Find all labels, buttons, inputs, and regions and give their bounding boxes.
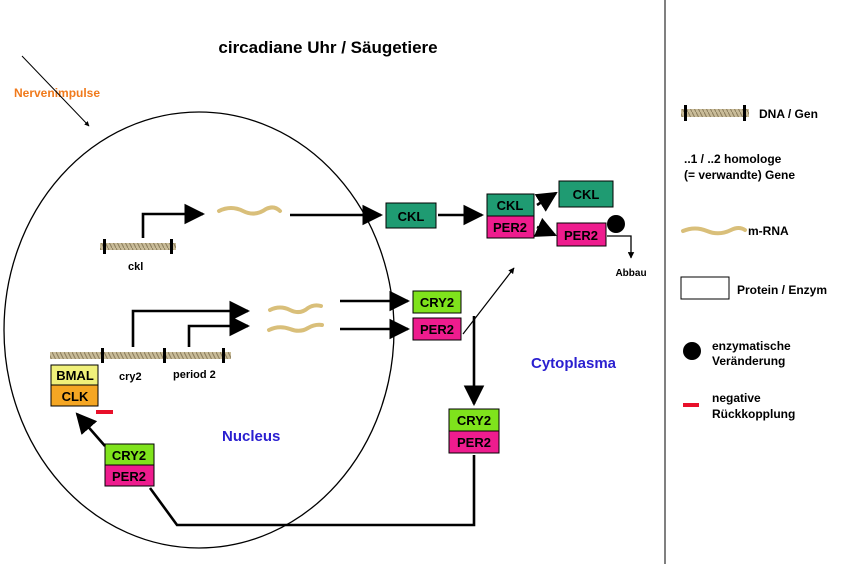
bmal-label: BMAL xyxy=(56,368,94,383)
per2-to-complex-arrow xyxy=(462,267,515,335)
ckl-mrna xyxy=(217,205,282,216)
nuclear-per2-box xyxy=(104,464,155,487)
complex-ckl-label: CKL xyxy=(497,198,524,213)
ckl-transcription-arrow xyxy=(141,203,206,238)
legend-homolog-line2: (= verwandte) Gene xyxy=(684,168,795,182)
nuclear-cry2-label: CRY2 xyxy=(112,448,146,463)
ckl-gene-marker-right xyxy=(170,239,173,254)
nuclear-import-path xyxy=(148,455,476,527)
legend-negativ-line1: negative xyxy=(712,391,761,405)
legend-enzym-line2: Veränderung xyxy=(712,354,785,368)
ckl-protein-box xyxy=(385,202,437,229)
cytoplasma-label: Cytoplasma xyxy=(531,355,617,372)
modified-per2-box xyxy=(556,222,607,247)
complex-per2-label: PER2 xyxy=(493,220,527,235)
abbau-arrow xyxy=(607,235,635,259)
ckl-protein-label: CKL xyxy=(398,209,425,224)
released-ckl-label: CKL xyxy=(573,187,600,202)
legend-dna-marker-left xyxy=(684,105,687,121)
cry2-period2-gene-dna xyxy=(50,352,231,359)
period2-transcription-arrow xyxy=(187,315,251,347)
nucleus-membrane xyxy=(3,111,395,549)
cry2-protein-label: CRY2 xyxy=(420,295,454,310)
clk-box xyxy=(50,384,99,407)
legend-negativ-line2: Rückkopplung xyxy=(712,407,795,421)
legend-negativ-symbol xyxy=(683,403,699,407)
clk-label: CLK xyxy=(62,389,89,404)
inhibition-arrow xyxy=(75,412,106,447)
ckl-gene-label: ckl xyxy=(128,261,143,273)
legend-homolog-line1: ..1 / ..2 homologe xyxy=(684,152,782,166)
cry2-mrna xyxy=(268,303,323,315)
cyto-per2-label: PER2 xyxy=(457,435,491,450)
legend-enzym-line1: enzymatische xyxy=(712,339,791,353)
enzymatic-modification-dot xyxy=(607,215,625,233)
cry2-transcription-arrow xyxy=(131,300,251,347)
per2-protein-box xyxy=(412,317,462,341)
abbau-label: Abbau xyxy=(615,268,646,279)
released-ckl-box xyxy=(558,180,614,208)
cyto-cry2-label: CRY2 xyxy=(457,413,491,428)
nuclear-per2-label: PER2 xyxy=(112,469,146,484)
cry2-gene-label: cry2 xyxy=(119,371,142,383)
per2-protein-label: PER2 xyxy=(420,322,454,337)
ckl-gene-dna xyxy=(100,243,176,250)
release-per2-arrow xyxy=(533,217,557,237)
gene-marker-2 xyxy=(163,348,166,363)
gene-marker-1 xyxy=(101,348,104,363)
per2-mrna xyxy=(267,322,324,333)
period2-gene-label: period 2 xyxy=(173,369,216,381)
legend-dna-symbol xyxy=(681,109,749,117)
legend-dna-label: DNA / Gen xyxy=(759,107,818,121)
nucleus-label: Nucleus xyxy=(222,428,280,445)
negative-feedback-bar xyxy=(96,410,113,414)
legend-mrna-label: m-RNA xyxy=(748,224,789,238)
cyto-per2-box xyxy=(448,430,500,454)
legend-protein-label: Protein / Enzym xyxy=(737,283,827,297)
legend-enzym-symbol xyxy=(683,342,701,360)
page-title: circadiane Uhr / Säugetiere xyxy=(218,38,437,57)
legend-dna-marker-right xyxy=(743,105,746,121)
ckl-gene-marker-left xyxy=(103,239,106,254)
release-ckl-arrow xyxy=(534,191,558,212)
modified-per2-label: PER2 xyxy=(564,228,598,243)
legend-mrna-symbol xyxy=(681,226,747,236)
nervenimpulse-arrow xyxy=(21,55,90,127)
gene-marker-3 xyxy=(222,348,225,363)
cry2-protein-box xyxy=(412,290,462,314)
legend-protein-symbol xyxy=(680,276,730,300)
